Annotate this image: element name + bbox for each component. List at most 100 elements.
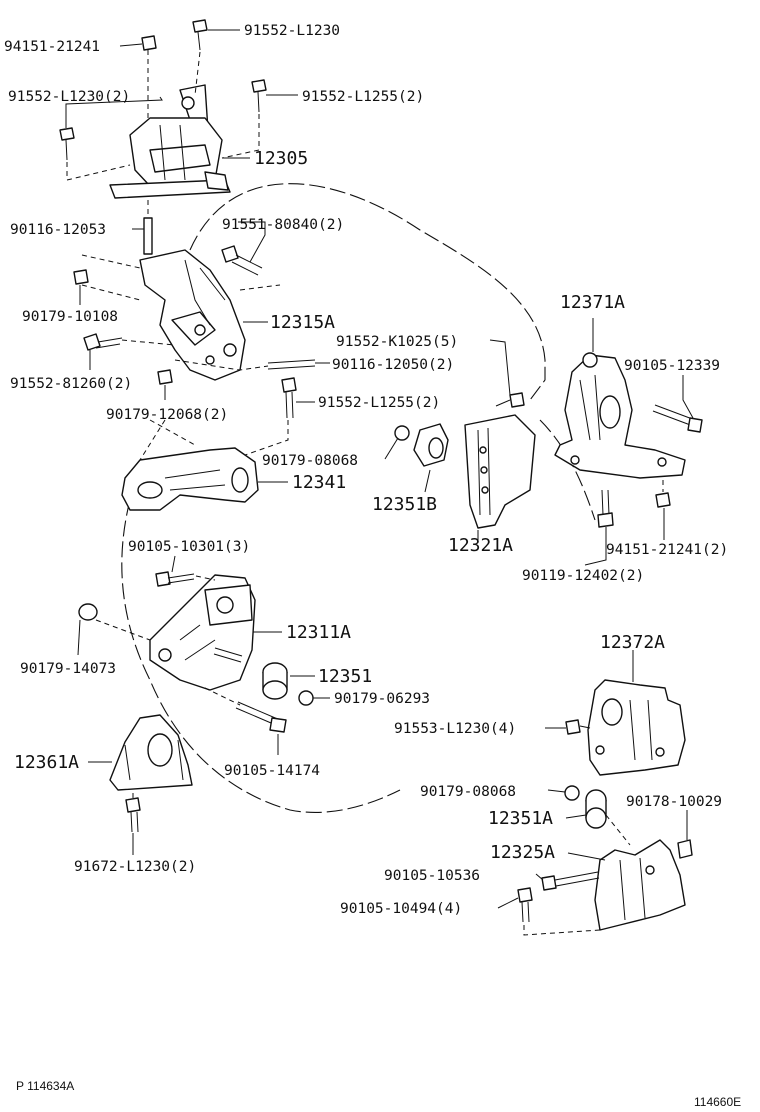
guide-dash bbox=[95, 619, 151, 641]
guide-dash bbox=[139, 419, 166, 461]
bolt-91552-L1230-top bbox=[192, 19, 208, 51]
label-12325A: 12325A bbox=[490, 842, 555, 863]
label-12305: 12305 bbox=[254, 148, 308, 169]
label-90178-10029: 90178-10029 bbox=[626, 794, 722, 810]
part-12311A bbox=[149, 574, 256, 691]
guide-dash bbox=[149, 419, 196, 446]
stud-90116-12053 bbox=[143, 217, 153, 255]
bushing-12351 bbox=[262, 662, 288, 700]
bolt-91552-L1230-left bbox=[59, 127, 75, 161]
label-90105-10301-3: 90105-10301(3) bbox=[128, 539, 250, 555]
guide-dash bbox=[605, 814, 631, 846]
guide-dash bbox=[239, 284, 281, 291]
label-12361A: 12361A bbox=[14, 752, 79, 773]
nut-94151-21241 bbox=[655, 492, 671, 508]
guide-dash bbox=[244, 420, 289, 456]
part-12321A bbox=[464, 414, 536, 529]
guide-dash bbox=[174, 359, 269, 371]
bolt-90105-12339 bbox=[652, 404, 703, 433]
guide-dash bbox=[195, 575, 216, 581]
part-12361A bbox=[109, 714, 193, 791]
footer-left-code: P 114634A bbox=[16, 1079, 74, 1093]
boundary-curve-right bbox=[539, 419, 596, 521]
nut-90178-10029 bbox=[677, 839, 693, 859]
part-12315A bbox=[139, 249, 246, 381]
bushing-12351B bbox=[413, 423, 449, 467]
label-91672-L1230-2: 91672-L1230(2) bbox=[74, 859, 196, 875]
bolt-91552-81260 bbox=[83, 333, 123, 351]
label-90179-06293: 90179-06293 bbox=[334, 691, 430, 707]
label-90116-12050-2: 90116-12050(2) bbox=[332, 357, 454, 373]
nut-90179-06293 bbox=[298, 690, 314, 706]
nut-90179-10108 bbox=[73, 269, 89, 285]
bolt-91552-L1255-top bbox=[251, 79, 267, 113]
part-12341 bbox=[121, 447, 259, 511]
guide-dash bbox=[194, 51, 201, 96]
label-90105-10536: 90105-10536 bbox=[384, 868, 480, 884]
label-12321A: 12321A bbox=[448, 535, 513, 556]
bolt-90119-12402 bbox=[597, 489, 614, 528]
label-12315A: 12315A bbox=[270, 312, 335, 333]
label-91552-L1255-2-mid: 91552-L1255(2) bbox=[318, 395, 440, 411]
label-91551-80840-2: 91551-80840(2) bbox=[222, 217, 344, 233]
leader-lines bbox=[65, 29, 694, 909]
label-90179-08068-mid: 90179-08068 bbox=[262, 453, 358, 469]
label-90179-10108: 90179-10108 bbox=[22, 309, 118, 325]
stud-90116-12050 bbox=[267, 359, 316, 370]
nut-90179-12068 bbox=[157, 369, 173, 385]
bolt-90105-14174 bbox=[235, 701, 287, 733]
label-91552-81260-2: 91552-81260(2) bbox=[10, 376, 132, 392]
guide-dash bbox=[204, 687, 241, 706]
label-12311A: 12311A bbox=[286, 622, 351, 643]
bolt-90105-10536 bbox=[541, 871, 600, 891]
part-12371A bbox=[554, 352, 686, 479]
label-90179-12068-2: 90179-12068(2) bbox=[106, 407, 228, 423]
part-12372A bbox=[587, 679, 686, 776]
guide-dash bbox=[81, 284, 141, 301]
guide-dash bbox=[121, 339, 176, 346]
label-90179-08068-low: 90179-08068 bbox=[420, 784, 516, 800]
label-94151-21241-top: 94151-21241 bbox=[4, 39, 100, 55]
label-91552-L1255-2-top: 91552-L1255(2) bbox=[302, 89, 424, 105]
nut-90179-08068-mid bbox=[394, 425, 410, 441]
label-91552-L1230-2: 91552-L1230(2) bbox=[8, 89, 130, 105]
label-12351A: 12351A bbox=[488, 808, 553, 829]
bolt-91552-K1025 bbox=[495, 392, 525, 408]
label-91553-L1230-4: 91553-L1230(4) bbox=[394, 721, 516, 737]
label-12351: 12351 bbox=[318, 666, 372, 687]
label-90116-12053: 90116-12053 bbox=[10, 222, 106, 238]
label-90105-14174: 90105-14174 bbox=[224, 763, 320, 779]
boundary-curve-left bbox=[121, 499, 401, 813]
footer-right-code: 114660E bbox=[694, 1095, 741, 1109]
nut-94151-21241-top bbox=[141, 35, 157, 51]
bolt-91551-80840 bbox=[221, 245, 263, 276]
part-12325A bbox=[594, 839, 686, 931]
guide-dash bbox=[523, 925, 601, 936]
bolt-90105-10301 bbox=[155, 571, 195, 587]
bolt-91672-L1230 bbox=[125, 797, 141, 833]
bolt-90105-10494 bbox=[517, 887, 533, 923]
stud-inline bbox=[213, 647, 243, 663]
bushing-12351A bbox=[585, 789, 607, 829]
part-12305 bbox=[109, 84, 231, 199]
guide-dash bbox=[66, 162, 131, 181]
nut-90179-14073 bbox=[78, 603, 98, 621]
label-12371A: 12371A bbox=[560, 292, 625, 313]
label-90105-10494-4: 90105-10494(4) bbox=[340, 901, 462, 917]
guide-dash bbox=[81, 254, 141, 269]
label-12372A: 12372A bbox=[600, 632, 665, 653]
guide-dash bbox=[221, 114, 260, 159]
label-12351B: 12351B bbox=[372, 494, 437, 515]
label-94151-21241-2: 94151-21241(2) bbox=[606, 542, 728, 558]
label-90179-14073: 90179-14073 bbox=[20, 661, 116, 677]
label-90105-12339: 90105-12339 bbox=[624, 358, 720, 374]
label-90119-12402-2: 90119-12402(2) bbox=[522, 568, 644, 584]
bolt-91553-L1230 bbox=[565, 719, 591, 735]
label-12341: 12341 bbox=[292, 472, 346, 493]
nut-90179-08068-low bbox=[564, 785, 580, 801]
bolt-91552-L1255-mid bbox=[281, 377, 297, 419]
label-91552-L1230-top: 91552-L1230 bbox=[244, 23, 340, 39]
boundary-curve-upper bbox=[189, 183, 546, 401]
label-91552-K1025-5: 91552-K1025(5) bbox=[336, 334, 458, 350]
